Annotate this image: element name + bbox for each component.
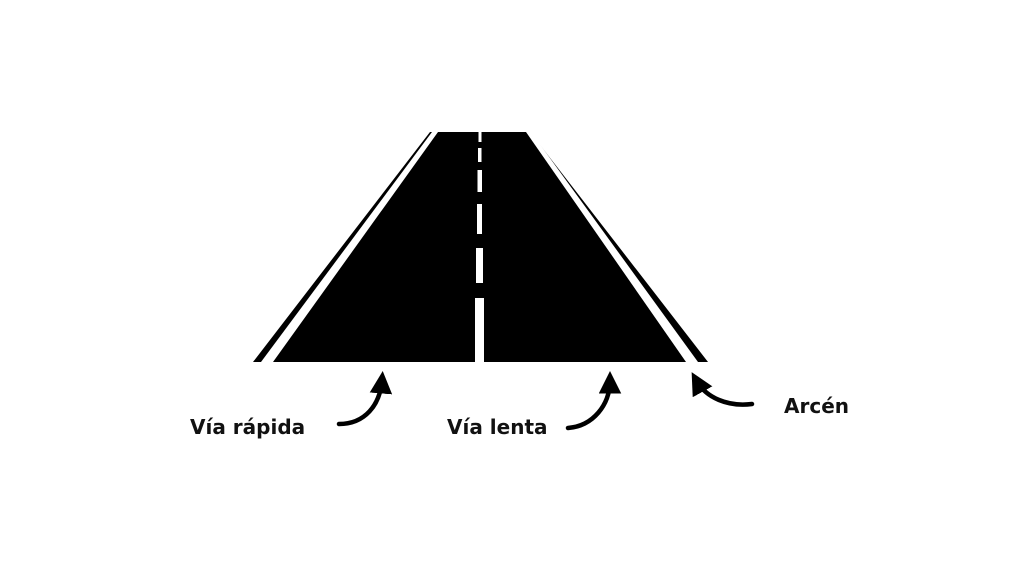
center-dashed-line (475, 132, 484, 362)
shoulder-label: Arcén (784, 394, 849, 418)
left-edge-line (261, 132, 438, 362)
road-surface (253, 132, 708, 362)
right-edge-line (526, 132, 698, 362)
slow-lane-label: Vía lenta (447, 415, 548, 439)
fast-lane-curved-arrow-icon (336, 371, 393, 427)
slow-lane-curved-arrow-icon (565, 371, 622, 431)
fast-lane-label: Vía rápida (190, 415, 306, 439)
shoulder-curved-arrow-icon (691, 372, 755, 407)
